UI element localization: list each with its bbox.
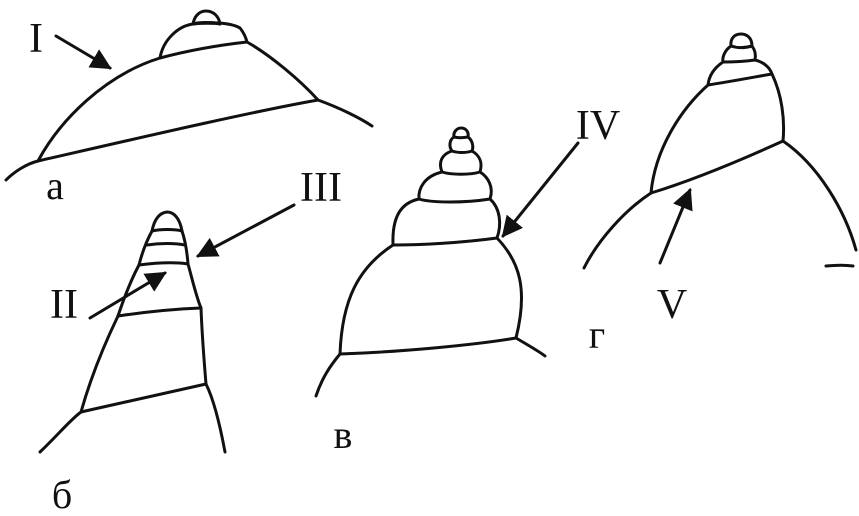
- panel-a: I а: [4, 9, 374, 208]
- label-I: I: [29, 16, 43, 62]
- arrow-II: [88, 271, 167, 320]
- arrow-IV: [501, 141, 580, 238]
- panel-g: V г: [582, 32, 858, 357]
- shell-v-outline: [314, 126, 547, 398]
- panel-b: III II б: [38, 165, 342, 516]
- panel-v: IV в: [314, 103, 620, 457]
- panel-letter-v: в: [334, 412, 353, 457]
- label-III: III: [300, 165, 342, 211]
- label-II: II: [50, 282, 78, 328]
- arrow-I: [54, 34, 112, 70]
- shell-a-outline: [4, 9, 374, 182]
- panel-letter-a: а: [46, 163, 64, 208]
- panel-letter-g: г: [589, 312, 605, 357]
- arrow-III: [196, 203, 296, 258]
- panel-letter-b: б: [52, 472, 72, 516]
- shell-g-outline: [582, 32, 858, 270]
- arrow-V: [658, 188, 693, 265]
- shell-b-outline: [38, 210, 227, 454]
- label-V: V: [657, 282, 687, 328]
- label-IV: IV: [576, 103, 620, 149]
